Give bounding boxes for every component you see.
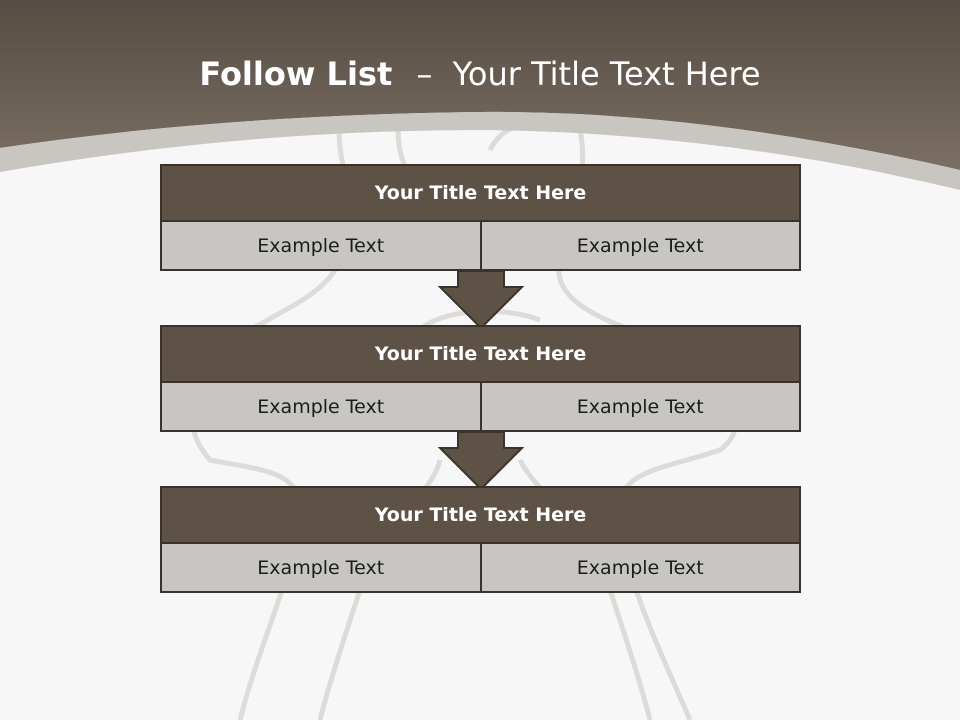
block-title: Your Title Text Here — [160, 164, 801, 222]
slide-title-dash: – — [416, 55, 433, 93]
list-block-3: Your Title Text Here Example Text Exampl… — [160, 486, 801, 593]
slide-title-bold: Follow List — [199, 55, 393, 93]
list-block-2: Your Title Text Here Example Text Exampl… — [160, 325, 801, 432]
header-band — [0, 0, 960, 170]
block-cell-right: Example Text — [481, 544, 801, 593]
block-cell-right: Example Text — [481, 222, 801, 271]
block-title: Your Title Text Here — [160, 486, 801, 544]
block-title: Your Title Text Here — [160, 325, 801, 383]
block-cell-left: Example Text — [160, 222, 482, 271]
block-row: Example Text Example Text — [160, 222, 801, 271]
block-cell-left: Example Text — [160, 544, 482, 593]
slide-title: Follow List – Your Title Text Here — [0, 52, 960, 96]
block-cell-right: Example Text — [481, 383, 801, 432]
down-arrow-icon — [438, 271, 524, 329]
block-row: Example Text Example Text — [160, 544, 801, 593]
header-swoosh — [0, 111, 960, 190]
list-block-1: Your Title Text Here Example Text Exampl… — [160, 164, 801, 271]
down-arrow-icon — [438, 432, 524, 490]
block-cell-left: Example Text — [160, 383, 482, 432]
slide-title-rest: Your Title Text Here — [452, 55, 761, 93]
block-row: Example Text Example Text — [160, 383, 801, 432]
